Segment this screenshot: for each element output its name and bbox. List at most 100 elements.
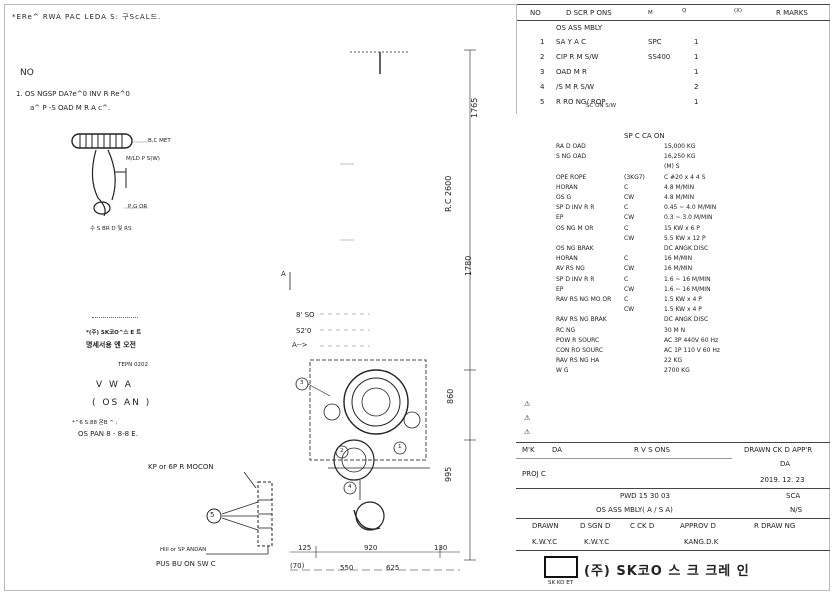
parts-table-top xyxy=(516,4,830,5)
spec-row-unit: C xyxy=(624,183,629,191)
parts-row-no: 4 xyxy=(540,83,545,91)
spec-row-value: 16,250 KG xyxy=(664,153,696,161)
view-sub: ( OS AN ) xyxy=(92,398,152,408)
parts-row-desc: CIP R M S/W xyxy=(556,53,599,61)
label-arrow: A--> xyxy=(292,341,308,349)
parts-row-qty: 1 xyxy=(694,98,699,106)
logo-caption1: *(주) SK코O^스 E 트 xyxy=(86,330,142,336)
bubble1: 1 xyxy=(398,444,402,450)
parts-row-mat: SS400 xyxy=(648,53,671,61)
parts-header-x: (X) xyxy=(734,8,743,14)
frame-top xyxy=(4,4,830,5)
warning-icon-2: ⚠ xyxy=(524,414,531,422)
header-note: *ERe^ RWA PAC LEDA S: 구ScAL드. xyxy=(12,13,162,21)
spec-row-key: CON RO SOURC xyxy=(556,347,604,354)
tb-date: 2019. 12. 23 xyxy=(760,476,805,484)
spec-row-key: SP D INV R R xyxy=(556,275,595,283)
tb-sca-label: SCA xyxy=(786,492,801,500)
spec-row-unit: CW xyxy=(624,306,635,314)
dim-860: 860 xyxy=(446,388,455,404)
dim-top: 1765 xyxy=(470,97,479,118)
spec-row-key: RC NG xyxy=(556,326,576,334)
spec-row-key: W G xyxy=(556,367,569,375)
spec-row-unit: C xyxy=(624,204,629,212)
panel-label: KP or 6P R MOCON xyxy=(148,463,214,471)
motor-label3: M/LD P S(W) xyxy=(126,156,160,162)
tb-scale: N/S xyxy=(790,506,803,514)
parts-header-remarks: R MARKS xyxy=(776,9,808,17)
tb-line-3 xyxy=(516,518,830,519)
spec-row-value: 0.45 ~ 4.0 M/MIN xyxy=(664,204,717,212)
spec-row-unit: CW xyxy=(624,194,635,201)
tb-drawing-no: PWD 15 30 03 xyxy=(620,492,670,500)
spec-title: SP C CA ON xyxy=(624,132,665,140)
label-sz: Ѕ2'0 xyxy=(296,327,312,335)
tb-project-label: PROJ C xyxy=(522,470,546,478)
spec-row-key: S NG OAD xyxy=(556,153,587,161)
spec-row-value: 0.3 ~ 3.0 M/MIN xyxy=(664,214,713,222)
title-block-top xyxy=(516,442,830,443)
parts-header-qty: Q xyxy=(682,8,687,14)
motor-label1: B,C MET xyxy=(148,138,171,144)
spec-row-value: DC ANGK DISC xyxy=(664,245,709,252)
tb-approved-by: KANG.D.K xyxy=(684,538,719,546)
frame-left xyxy=(4,4,5,591)
spec-row-value: 1.5 KW x 4 P xyxy=(664,306,702,314)
label-sq: 8' SO xyxy=(296,311,315,319)
logo-dots xyxy=(92,312,138,318)
tb-mk-label: M'K xyxy=(522,446,535,454)
spec-row-key: OPE ROPE xyxy=(556,173,587,181)
dim-mid: 1780 xyxy=(464,255,473,276)
spec-row-unit: CW xyxy=(624,265,635,273)
spec-row-value: AC 3P 440V 60 Hz xyxy=(664,336,719,344)
spec-row-key: OS NG BRAK xyxy=(556,245,594,252)
parts-row-qty: 2 xyxy=(694,83,699,91)
spec-row-key: AV RS NG xyxy=(556,265,585,273)
spec-row-value: 15 KW x 6 P xyxy=(664,224,700,232)
spec-row-key: OS G xyxy=(556,194,572,201)
tb-drawing-title: OS ASS MBLY( A / S A) xyxy=(596,506,673,514)
frame-bottom xyxy=(4,590,830,591)
spec-row-unit: CW xyxy=(624,214,635,222)
bubble2: 2 xyxy=(340,448,344,454)
spec-row-value: 4.8 M/MIN xyxy=(664,194,695,201)
spec-row-key: OS NG M OR xyxy=(556,224,594,232)
dim-rc: R.C 2600 xyxy=(444,175,453,212)
tb-company-sub: SK KO ET xyxy=(548,580,574,586)
tb-rev-line xyxy=(516,458,732,459)
spec-row-value: 22 KG xyxy=(664,357,683,365)
bubble4: 4 xyxy=(348,484,352,490)
spec-row-value: 16 M/MIN xyxy=(664,255,693,263)
notes-title: NO xyxy=(20,68,34,78)
tb-revisions-label: R V S ONS xyxy=(634,446,670,454)
parts-row-no: 3 xyxy=(540,68,545,76)
push-label: PUS BU ON SW C xyxy=(156,560,216,568)
tb-drawn-label: DRAWN CK D APP'R xyxy=(744,446,813,454)
dim-920: 920 xyxy=(364,544,378,552)
spec-row-value: 4.8 M/MIN xyxy=(664,183,695,191)
bubble3: 3 xyxy=(300,380,304,386)
pan-note1: *^6 S:88 온B ^ ; xyxy=(72,420,118,426)
pendant-sketch xyxy=(206,471,273,555)
spec-row-key: RA D OAD xyxy=(556,143,586,150)
spec-row-key: HORAN xyxy=(556,183,578,191)
parts-row-no: 2 xyxy=(540,53,545,61)
parts-row-mat: SPC xyxy=(648,38,662,46)
tb-line-4 xyxy=(516,550,830,551)
company-logo-icon xyxy=(544,556,578,578)
tb-r-drawing: R DRAW NG xyxy=(754,522,796,530)
spec-row-key: HORAN xyxy=(556,255,578,263)
spec-row-unit: (3KG7) xyxy=(624,173,645,181)
parts-table-left xyxy=(516,4,517,114)
spec-row-key: POW R SOURC xyxy=(556,336,600,344)
spec-row-key: EP xyxy=(556,285,564,293)
parts-header-desc: D SCR P ONS xyxy=(566,9,612,17)
spec-row-value: DC ANGK DISC xyxy=(664,316,709,324)
logo-caption3: TEPN 0202 xyxy=(118,362,149,368)
parts-group: OS ASS MBLY xyxy=(556,24,603,32)
parts-row-desc: OAD M R xyxy=(556,68,587,76)
spec-row-value: AC 1P 110 V 60 Hz xyxy=(664,347,721,354)
frame-right xyxy=(829,4,830,591)
parts-row-qty: 1 xyxy=(694,38,699,46)
